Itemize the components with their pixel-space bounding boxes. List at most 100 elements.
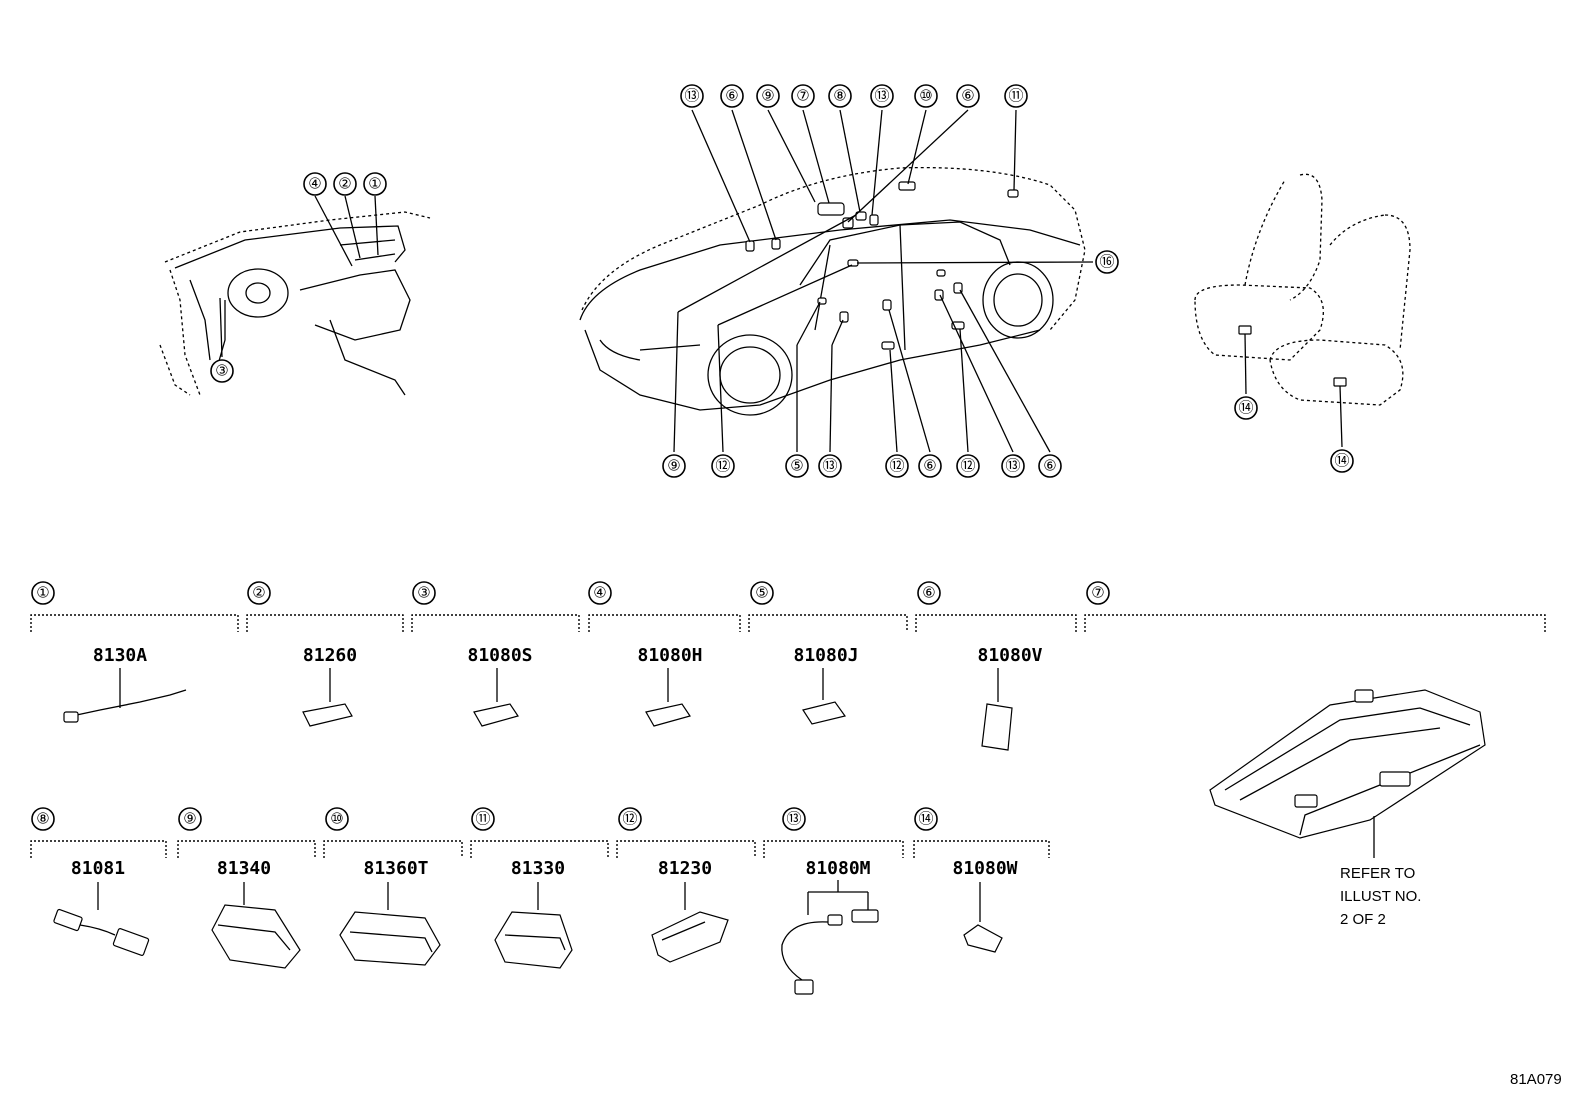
parts-row-2: ⑧ 81081 ⑨ 81340 ⑩ 81360T xyxy=(30,807,1050,995)
part-group-6: ⑥ 81080V xyxy=(915,581,1077,751)
part-number-81080M: 81080M xyxy=(805,858,870,879)
part-drawing-81230 xyxy=(651,911,729,963)
car-illustration xyxy=(579,166,1086,416)
callout-car-12b: ⑫ xyxy=(885,454,909,478)
part-number-81080J: 81080J xyxy=(793,645,858,666)
part-number-81080H: 81080H xyxy=(637,645,702,666)
callout-car-13a: ⑬ xyxy=(680,84,704,108)
part-number-81330: 81330 xyxy=(511,858,565,879)
part-drawing-81340 xyxy=(211,904,301,969)
dashboard-illustration xyxy=(159,211,431,396)
svg-text:⑥: ⑥ xyxy=(922,585,935,602)
svg-text:⑫: ⑫ xyxy=(960,458,975,475)
part-number-81230: 81230 xyxy=(658,858,712,879)
part-group-3: ③ 81080S xyxy=(411,581,580,727)
part-number-81260: 81260 xyxy=(303,645,357,666)
refer-note-line-2: ILLUST NO. xyxy=(1340,888,1421,905)
callout-car-9a: ⑨ xyxy=(756,84,780,108)
refer-note-line-1: REFER TO xyxy=(1340,865,1415,882)
part-group-14: ⑭ 81080W xyxy=(913,807,1050,953)
part-ref-14: ⑭ xyxy=(914,807,938,831)
svg-text:⑨: ⑨ xyxy=(183,811,196,828)
part-group-9: ⑨ 81340 xyxy=(177,807,316,969)
part-group-13: ⑬ 81080M xyxy=(763,807,904,995)
svg-text:⑯: ⑯ xyxy=(1099,254,1114,271)
svg-text:④: ④ xyxy=(593,585,606,602)
part-ref-2: ② xyxy=(247,581,271,605)
callout-car-8: ⑧ xyxy=(828,84,852,108)
svg-text:⑬: ⑬ xyxy=(786,811,801,828)
part-number-8130A: 8130A xyxy=(93,645,147,666)
svg-text:⑥: ⑥ xyxy=(923,458,936,475)
svg-text:⑩: ⑩ xyxy=(330,811,343,828)
svg-text:⑫: ⑫ xyxy=(715,458,730,475)
svg-text:③: ③ xyxy=(417,585,430,602)
callout-car-11: ⑪ xyxy=(1004,84,1028,108)
svg-text:①: ① xyxy=(368,176,381,193)
svg-text:⑧: ⑧ xyxy=(833,88,846,105)
part-ref-9: ⑨ xyxy=(178,807,202,831)
svg-text:⑤: ⑤ xyxy=(755,585,768,602)
svg-text:⑨: ⑨ xyxy=(667,458,680,475)
refer-note-line-3: 2 OF 2 xyxy=(1340,911,1386,928)
part-drawing-81260 xyxy=(302,703,353,727)
part-group-4: ④ 81080H xyxy=(588,581,741,727)
part-drawing-81080W xyxy=(963,924,1003,953)
svg-text:②: ② xyxy=(252,585,265,602)
svg-text:⑭: ⑭ xyxy=(918,811,933,828)
callout-car-6b: ⑥ xyxy=(956,84,980,108)
svg-text:⑫: ⑫ xyxy=(889,458,904,475)
svg-text:⑬: ⑬ xyxy=(822,458,837,475)
part-drawing-81080S xyxy=(473,703,519,727)
part-drawing-81360T xyxy=(339,911,441,966)
svg-text:⑥: ⑥ xyxy=(725,88,738,105)
part-drawing-81080M xyxy=(781,909,879,995)
seats-illustration xyxy=(1194,173,1411,406)
part-ref-3: ③ xyxy=(412,581,436,605)
callout-car-7: ⑦ xyxy=(791,84,815,108)
callout-car-5: ⑤ xyxy=(785,454,809,478)
part-number-81081: 81081 xyxy=(71,858,125,879)
part-drawing-81080H xyxy=(645,703,691,727)
callout-car-12a: ⑫ xyxy=(711,454,735,478)
callout-car-6c: ⑥ xyxy=(918,454,942,478)
svg-text:①: ① xyxy=(36,585,49,602)
callout-seat-14b: ⑭ xyxy=(1330,449,1354,473)
svg-text:⑩: ⑩ xyxy=(919,88,932,105)
svg-text:⑬: ⑬ xyxy=(684,88,699,105)
svg-text:⑧: ⑧ xyxy=(36,811,49,828)
part-drawing-81330 xyxy=(494,911,573,969)
callout-car-6d: ⑥ xyxy=(1038,454,1062,478)
svg-text:②: ② xyxy=(338,176,351,193)
part-ref-5: ⑤ xyxy=(750,581,774,605)
callout-car-6a: ⑥ xyxy=(720,84,744,108)
part-number-81080V: 81080V xyxy=(977,645,1042,666)
part-group-5: ⑤ 81080J xyxy=(748,581,908,725)
svg-text:⑦: ⑦ xyxy=(796,88,809,105)
svg-text:⑭: ⑭ xyxy=(1238,400,1253,417)
part-group-11: ⑪ 81330 xyxy=(470,807,609,969)
svg-text:⑨: ⑨ xyxy=(761,88,774,105)
parts-row-1: ① 8130A ② 81260 ③ 81080S ④ 81080H xyxy=(30,581,1546,858)
callout-seat-14a: ⑭ xyxy=(1234,396,1258,420)
callout-dash-3: ③ xyxy=(210,359,234,383)
callout-car-13b: ⑬ xyxy=(870,84,894,108)
svg-text:⑫: ⑫ xyxy=(622,811,637,828)
part-group-12: ⑫ 81230 xyxy=(616,807,756,963)
part-drawing-81080V xyxy=(981,703,1013,751)
callout-car-13d: ⑬ xyxy=(1001,454,1025,478)
part-number-81340: 81340 xyxy=(217,858,271,879)
svg-text:⑪: ⑪ xyxy=(475,811,490,828)
part-group-2: ② 81260 xyxy=(246,581,404,727)
part-number-81080W: 81080W xyxy=(952,858,1017,879)
callout-car-9b: ⑨ xyxy=(662,454,686,478)
callout-dash-2: ② xyxy=(333,172,357,196)
part-ref-11: ⑪ xyxy=(471,807,495,831)
part-drawing-81081 xyxy=(53,908,150,956)
callout-car-10: ⑩ xyxy=(914,84,938,108)
callout-car-16: ⑯ xyxy=(1095,250,1119,274)
part-ref-6: ⑥ xyxy=(917,581,941,605)
svg-text:⑪: ⑪ xyxy=(1008,88,1023,105)
part-ref-12: ⑫ xyxy=(618,807,642,831)
